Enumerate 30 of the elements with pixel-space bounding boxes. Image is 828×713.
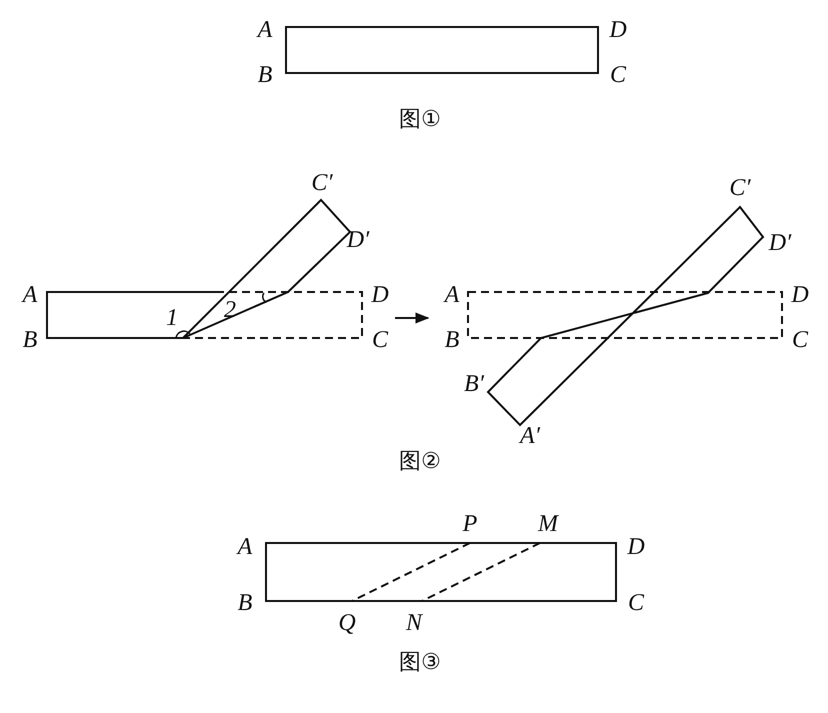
point-label: 1 — [166, 306, 178, 330]
point-label: B — [22, 328, 38, 352]
point-label: C — [628, 591, 644, 615]
point-label: D — [627, 535, 645, 559]
point-label: Q — [338, 611, 356, 635]
point-label: D — [371, 283, 389, 307]
figure-caption: 图① — [399, 109, 441, 131]
point-label: C — [610, 63, 626, 87]
point-label: A — [444, 283, 460, 307]
point-label: D′ — [346, 228, 370, 252]
point-label: A — [22, 283, 38, 307]
point-label: B — [258, 63, 272, 87]
point-label: N — [406, 611, 422, 635]
point-label: B — [444, 328, 460, 352]
point-label: B′ — [464, 372, 484, 396]
point-label: A — [258, 18, 272, 42]
point-label: A′ — [520, 424, 540, 448]
point-label: P — [462, 512, 478, 536]
point-label: D′ — [768, 231, 792, 255]
point-label: D — [791, 283, 809, 307]
figure-caption: 图② — [399, 451, 441, 473]
point-label: A — [238, 535, 252, 559]
figure-caption: 图③ — [399, 652, 441, 674]
point-label: M — [538, 512, 558, 536]
point-label: B — [238, 591, 252, 615]
point-label: C — [372, 328, 388, 352]
point-label: C′ — [311, 171, 333, 195]
point-label: C′ — [729, 176, 751, 200]
point-label: D — [609, 18, 627, 42]
point-label: C — [792, 328, 808, 352]
